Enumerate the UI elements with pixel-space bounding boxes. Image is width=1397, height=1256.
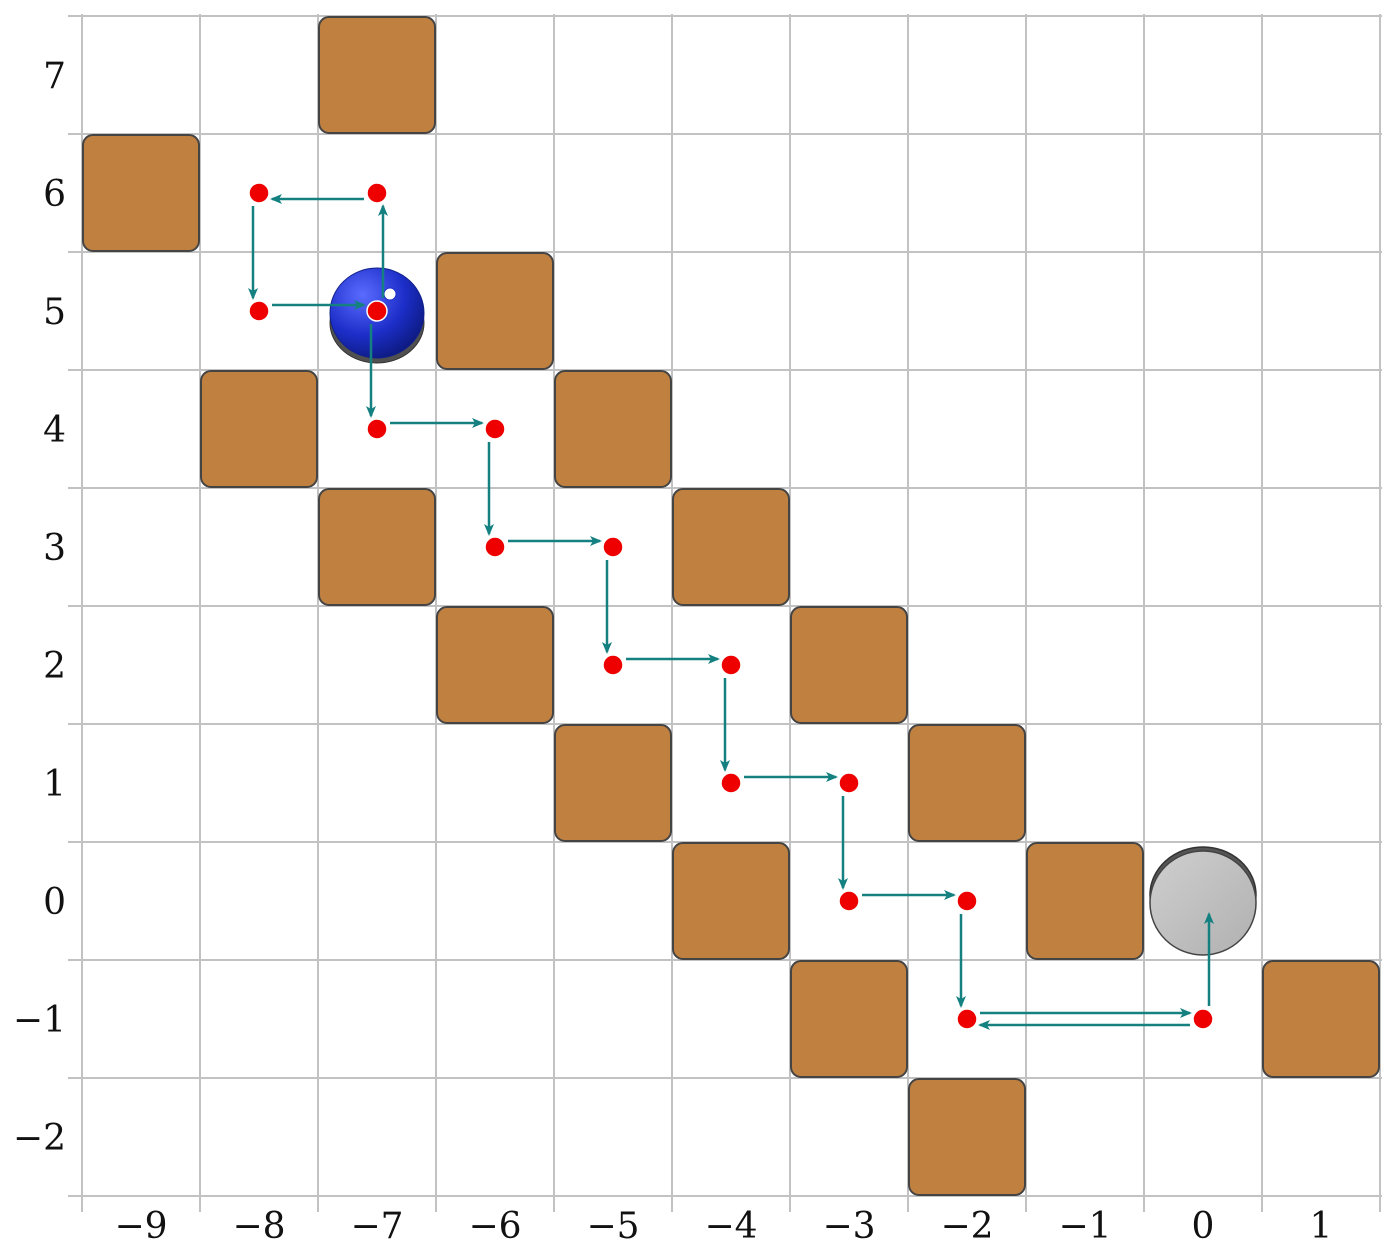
y-axis-label: 1	[43, 764, 66, 805]
block	[1262, 960, 1380, 1078]
block	[672, 488, 790, 606]
x-axis-label: −3	[822, 1206, 875, 1247]
block	[318, 488, 436, 606]
block	[672, 842, 790, 960]
block	[318, 16, 436, 134]
block	[200, 370, 318, 488]
block	[790, 960, 908, 1078]
y-axis-label: 3	[43, 528, 66, 569]
goal-token-top	[1149, 850, 1257, 956]
block	[82, 134, 200, 252]
path-point	[602, 536, 624, 558]
x-axis-label: 0	[1192, 1206, 1215, 1247]
axis-labels-layer: −9 −8 −7 −6 −5 −4 −3 −2 −1 0 1 7 6 5 4 3 2 1 0 −1 −2	[13, 56, 1333, 1247]
path-point	[366, 418, 388, 440]
block	[790, 606, 908, 724]
block	[554, 370, 672, 488]
y-axis-label: 6	[43, 174, 66, 215]
block	[436, 606, 554, 724]
block	[554, 724, 672, 842]
path-point	[366, 300, 388, 322]
x-axis-label: 1	[1310, 1206, 1333, 1247]
y-axis-label: −2	[13, 1118, 66, 1159]
x-axis-label: −5	[586, 1206, 639, 1247]
block	[908, 724, 1026, 842]
block	[436, 252, 554, 370]
x-axis-label: −7	[350, 1206, 403, 1247]
path-point	[484, 418, 506, 440]
blocks-layer	[82, 16, 1380, 1196]
y-axis-label: 0	[43, 882, 66, 923]
y-axis-label: 4	[43, 410, 66, 451]
x-axis-label: −2	[940, 1206, 993, 1247]
x-axis-label: −1	[1058, 1206, 1111, 1247]
path-point	[1192, 1008, 1214, 1030]
path-point	[838, 772, 860, 794]
x-axis-label: −9	[114, 1206, 167, 1247]
y-axis-label: 5	[43, 292, 66, 333]
y-axis-label: −1	[13, 1000, 66, 1041]
path-point	[248, 182, 270, 204]
moves-layer	[248, 194, 1214, 1030]
path-points-layer	[248, 182, 1214, 1030]
y-axis-label: 2	[43, 646, 66, 687]
x-axis-label: −4	[704, 1206, 757, 1247]
path-point	[720, 654, 742, 676]
start-token-highlight	[383, 287, 397, 301]
path-point	[602, 654, 624, 676]
path-point	[838, 890, 860, 912]
y-axis-label: 7	[43, 56, 66, 97]
tokens-layer	[329, 267, 1257, 956]
path-point	[720, 772, 742, 794]
path-point	[956, 890, 978, 912]
path-point	[248, 300, 270, 322]
block	[908, 1078, 1026, 1196]
block	[1026, 842, 1144, 960]
path-point	[366, 182, 388, 204]
path-point	[484, 536, 506, 558]
x-axis-label: −8	[232, 1206, 285, 1247]
path-point	[956, 1008, 978, 1030]
blue-puck-icon	[329, 267, 425, 364]
gray-puck-icon	[1149, 846, 1257, 956]
x-axis-label: −6	[468, 1206, 521, 1247]
